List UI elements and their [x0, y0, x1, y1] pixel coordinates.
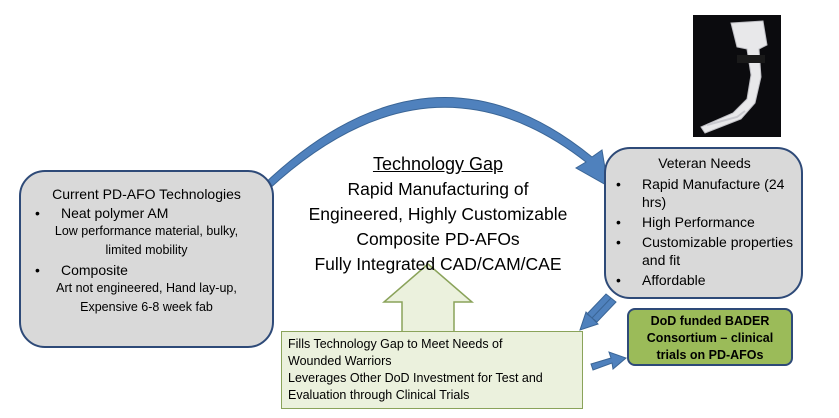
- orthosis-photo: [693, 15, 781, 137]
- bullet-dot-icon: •: [35, 205, 40, 221]
- bullet-dot-icon: •: [616, 176, 621, 192]
- fills-gap-line: Leverages Other DoD Investment for Test …: [288, 371, 543, 385]
- bullet-composite: • Composite: [35, 262, 264, 278]
- up-arrow: [381, 263, 475, 333]
- bullet-label: Composite: [61, 262, 128, 278]
- technology-gap-text: Technology Gap Rapid Manufacturing of En…: [288, 152, 588, 277]
- need-item: • Customizable properties and fit: [616, 233, 793, 269]
- bullet-neat-polymer: • Neat polymer AM: [35, 205, 264, 221]
- bullet-detail: Art not engineered, Hand lay-up,: [56, 281, 237, 295]
- bader-consortium-box: DoD funded BADER Consortium – clinical t…: [627, 308, 793, 366]
- bullet-detail: limited mobility: [105, 243, 188, 257]
- bader-line: Consortium – clinical: [646, 331, 774, 345]
- need-item: • High Performance: [616, 213, 793, 231]
- ankle-foot-orthosis-icon: [693, 15, 781, 137]
- fills-gap-line: Fills Technology Gap to Meet Needs of: [288, 337, 503, 351]
- gap-line: Rapid Manufacturing of: [347, 179, 529, 199]
- bullet-label: Neat polymer AM: [61, 205, 169, 221]
- current-technologies-title: Current PD-AFO Technologies: [52, 186, 241, 202]
- bullet-dot-icon: •: [616, 214, 621, 230]
- bullet-detail: Expensive 6-8 week fab: [80, 300, 213, 314]
- need-item: • Affordable: [616, 271, 793, 289]
- current-technologies-box: Current PD-AFO Technologies • Neat polym…: [19, 170, 274, 348]
- down-left-arrow: [579, 293, 617, 331]
- fills-gap-line: Evaluation through Clinical Trials: [288, 388, 470, 402]
- bullet-dot-icon: •: [616, 234, 621, 250]
- technology-gap-title: Technology Gap: [372, 154, 504, 174]
- bullet-dot-icon: •: [616, 272, 621, 288]
- fills-gap-box: Fills Technology Gap to Meet Needs of Wo…: [281, 331, 583, 409]
- need-label: Rapid Manufacture (24 hrs): [642, 176, 785, 210]
- bader-line: trials on PD-AFOs: [656, 348, 764, 362]
- need-label: Customizable properties and fit: [642, 234, 793, 268]
- gap-line: Fully Integrated CAD/CAM/CAE: [314, 254, 562, 274]
- gap-line: Composite PD-AFOs: [356, 229, 520, 249]
- gap-line: Engineered, Highly Customizable: [308, 204, 568, 224]
- need-label: Affordable: [642, 272, 706, 288]
- bullet-dot-icon: •: [35, 262, 40, 278]
- veteran-needs-title: Veteran Needs: [658, 155, 751, 171]
- right-arrow: [590, 351, 627, 371]
- bullet-detail: Low performance material, bulky,: [54, 224, 239, 238]
- veteran-needs-box: Veteran Needs • Rapid Manufacture (24 hr…: [604, 147, 803, 299]
- need-item: • Rapid Manufacture (24 hrs): [616, 175, 793, 211]
- bader-line: DoD funded BADER: [650, 314, 770, 328]
- curved-arrow: [261, 97, 609, 191]
- fills-gap-line: Wounded Warriors: [288, 354, 392, 368]
- need-label: High Performance: [642, 214, 755, 230]
